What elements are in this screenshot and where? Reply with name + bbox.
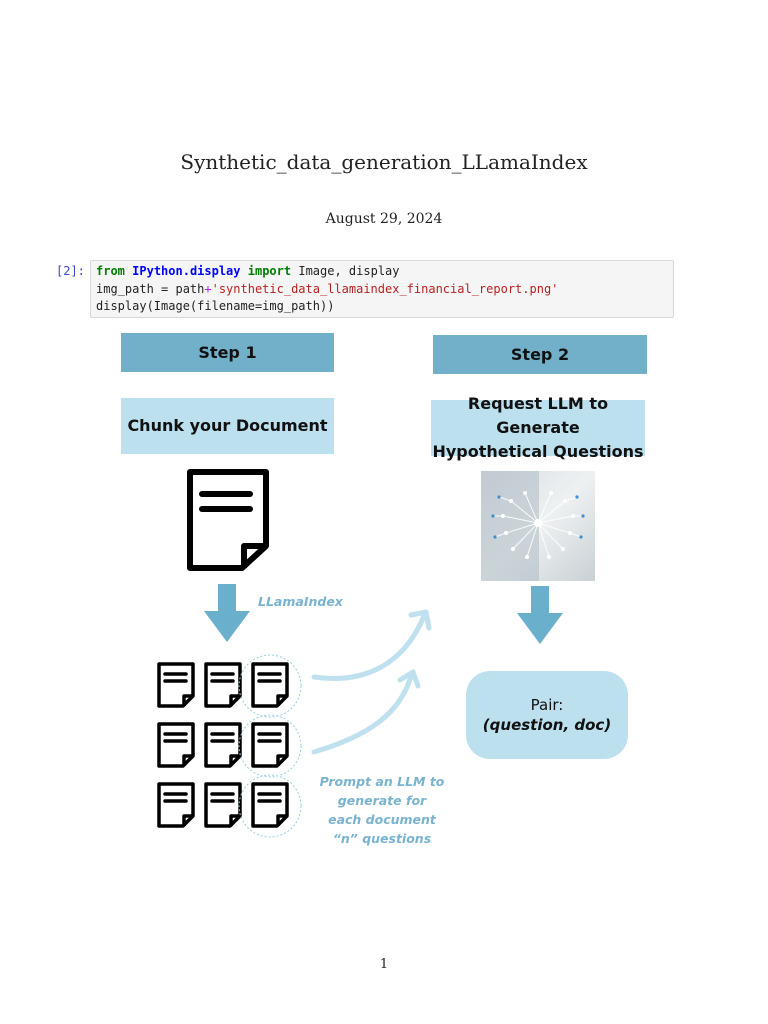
document-chunk-icon xyxy=(157,782,195,828)
page-date: August 29, 2024 xyxy=(325,211,443,227)
document-icon xyxy=(187,469,269,571)
pair-label: Pair: xyxy=(530,696,564,714)
pair-value: (question, doc) xyxy=(482,716,612,734)
code-text: display(Image(filename=img_path)) xyxy=(96,299,335,313)
code-string: 'synthetic_data_llamaindex_financial_rep… xyxy=(211,281,559,296)
document-chunk-icon xyxy=(204,782,242,828)
prompt-llm-line3: each document xyxy=(328,812,436,827)
code-keyword: import xyxy=(247,264,292,278)
code-cell[interactable]: from IPython.display import Image, displ… xyxy=(90,260,674,318)
document-chunk-icon xyxy=(238,774,302,838)
step2-title-line2: Hypothetical Questions xyxy=(432,442,644,461)
down-arrow-icon xyxy=(204,584,250,642)
step2-banner: Step 2 xyxy=(433,335,647,374)
step1-title: Chunk your Document xyxy=(121,398,334,454)
document-chunk-icon xyxy=(157,722,195,768)
prompt-llm-line2: generate for xyxy=(337,793,427,808)
step2-title: Request LLM to Generate Hypothetical Que… xyxy=(431,394,645,461)
page-title: Synthetic_data_generation_LLamaIndex xyxy=(180,150,588,174)
document-chunk-icon xyxy=(157,662,195,708)
document-chunk-icon xyxy=(204,722,242,768)
code-text: Image, display xyxy=(298,264,400,278)
document-chunk-icon xyxy=(204,662,242,708)
document-chunks-grid xyxy=(157,654,302,838)
prompt-llm-line4: “n” questions xyxy=(332,831,432,846)
down-arrow-icon xyxy=(517,586,563,644)
prompt-llm-label: Prompt an LLM to generate for each docum… xyxy=(312,772,452,848)
workflow-figure: Step 1 Step 2 Chunk your Document Reques… xyxy=(100,326,680,866)
page-number: 1 xyxy=(379,957,389,972)
code-operator: + xyxy=(204,281,212,296)
llamaindex-label: LLamaIndex xyxy=(258,594,343,609)
prompt-llm-line1: Prompt an LLM to xyxy=(319,774,445,789)
cell-prompt: [2]: xyxy=(56,264,85,278)
ai-brain-image xyxy=(481,471,595,581)
document-chunk-icon xyxy=(238,714,302,778)
curved-arrows-icon xyxy=(311,609,432,755)
code-module: IPython.display xyxy=(132,264,241,278)
document-chunk-icon xyxy=(238,654,302,718)
pair-box: Pair: (question, doc) xyxy=(466,671,628,759)
step2-title-line1: Request LLM to Generate xyxy=(467,394,609,437)
code-text: img_path = path xyxy=(96,281,205,296)
code-keyword: from xyxy=(96,264,125,278)
step1-banner: Step 1 xyxy=(121,333,334,372)
